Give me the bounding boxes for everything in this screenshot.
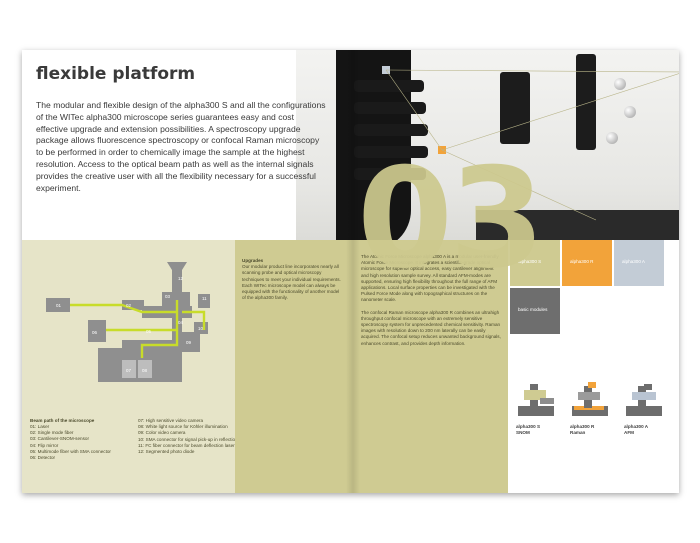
microscope-icon [572, 382, 608, 416]
overlay-lines [385, 69, 679, 221]
afm-paragraph: The Atomic Force Microscope alpha300 A i… [361, 254, 499, 303]
diagram-number-label: 01 [56, 303, 62, 308]
diagram-number-label: 05 [146, 329, 152, 334]
legend-item: 07: High sensitive video camera [138, 418, 204, 423]
legend-item: 06: Detector [30, 455, 56, 461]
tile-label: alpha300 R [570, 259, 594, 264]
diagram-number-label: 02 [126, 303, 132, 308]
model-label: alpha300 S SNOM [516, 424, 540, 436]
tile-basic-modules: basic modules [510, 288, 560, 334]
model-overview: alpha300 S alpha300 R alpha300 A basic m… [508, 240, 679, 493]
diagram-legend: Beam path of the microscope 01: Laser 02… [30, 418, 238, 460]
microscope-photo [296, 50, 679, 250]
legend-item: 04: Flip mirror [30, 442, 59, 448]
legend-item: 08: White light source for Köhler illumi… [138, 424, 228, 430]
model-alpha300-a: alpha300 A AFM [618, 376, 668, 435]
page-title: flexible platform [36, 64, 196, 84]
sample-stage [476, 210, 679, 240]
model-sub: SNOM [516, 430, 530, 435]
adjuster-block [576, 54, 596, 150]
upgrades-body: Our modular product line incorporates ne… [242, 264, 341, 301]
beam-path-diagram: 01 02 03 04 05 06 07 08 09 10 11 12 [46, 262, 210, 382]
model-label: alpha300 R Raman [570, 424, 594, 436]
model-alpha300-r: alpha300 R Raman [564, 376, 614, 435]
legend-item: 10: SMA connector for signal pick-up in … [138, 436, 238, 442]
model-sub: AFM [624, 430, 634, 435]
model-name: alpha300 R [570, 424, 595, 429]
screw-head [614, 78, 626, 90]
tile-label: basic modules [518, 307, 548, 312]
description-panel: The Atomic Force Microscope alpha300 A i… [347, 240, 508, 493]
model-name: alpha300 S [516, 424, 541, 429]
legend-header: Beam path of the microscope [30, 418, 95, 423]
tile-label: alpha300 S [518, 259, 542, 264]
section-number: 03 [357, 138, 545, 299]
legend-item: 09: Color video camera [138, 430, 186, 436]
model-alpha300-s: alpha300 S SNOM [510, 376, 560, 435]
legend-item: 11: FC fiber connector for beam deflecti… [138, 442, 235, 448]
adjuster-block [500, 72, 530, 144]
lens-ring [354, 168, 426, 180]
description-text: The Atomic Force Microscope alpha300 A i… [361, 254, 501, 353]
legend-item: 01: Laser [30, 424, 50, 429]
diagram-number-label: 06 [92, 330, 98, 335]
diagram-number-label: 07 [126, 368, 132, 373]
beam-path-panel: 01 02 03 04 05 06 07 08 09 10 11 12 Beam path of th… [22, 240, 238, 493]
diagram-number-label: 12 [178, 276, 184, 281]
upgrades-text: Upgrades Our modular product line incorp… [242, 258, 342, 301]
legend-item: 12: Segmented photo diode [138, 449, 195, 455]
diagram-number-label: 10 [198, 326, 204, 331]
model-sub: Raman [570, 430, 586, 435]
tile-alpha300-r: alpha300 R [562, 240, 612, 286]
brochure-spread: 03 flexible platform The modular and fle… [22, 50, 679, 493]
upgrades-heading: Upgrades [242, 258, 264, 263]
diagram-number-label: 03 [165, 294, 171, 299]
tile-alpha300-s: alpha300 S [510, 240, 560, 286]
raman-paragraph: The confocal Raman microscope alpha300 R… [361, 309, 501, 346]
diagram-number-label: 04 [178, 320, 184, 325]
screw-head [624, 106, 636, 118]
legend-item: 02: Single mode fiber [30, 430, 74, 436]
lens-ring [354, 80, 424, 92]
legend-col-1: 01: Laser 02: Single mode fiber 03: Cant… [30, 424, 130, 461]
intro-paragraph: The modular and flexible design of the a… [36, 100, 326, 193]
screw-head [606, 132, 618, 144]
upgrades-panel: Upgrades Our modular product line incorp… [235, 240, 347, 493]
diagram-number-label: 09 [186, 340, 192, 345]
microscope-icon [626, 384, 662, 416]
legend-col-2: 07: High sensitive video camera 08: Whit… [138, 418, 238, 455]
diagram-number-label: 11 [202, 296, 207, 301]
lens-ring [354, 102, 426, 114]
legend-item: 03: Cantilever-SNOM-sensor [30, 436, 89, 442]
tile-alpha300-a: alpha300 A [614, 240, 664, 286]
lens-ring [354, 124, 428, 136]
tile-label: alpha300 A [622, 259, 645, 264]
diagram-number-label: 08 [142, 368, 148, 373]
lens-ring [354, 146, 428, 158]
model-label: alpha300 A AFM [624, 424, 648, 436]
model-name: alpha300 A [624, 424, 649, 429]
microscope-icon [518, 384, 554, 416]
legend-item: 05: Multimode fiber with SMA connector [30, 448, 111, 454]
